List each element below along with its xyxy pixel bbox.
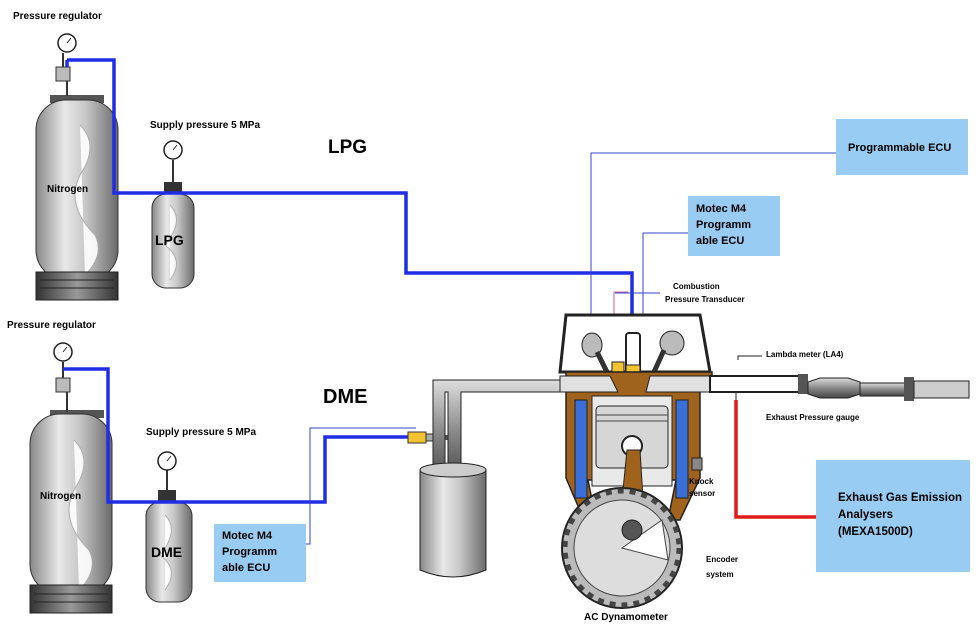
- exhaust-system: [709, 374, 970, 401]
- motec-top-line3: able ECU: [696, 235, 745, 247]
- motec-ecu-box-bottom: Motec M4 Programm able ECU: [214, 524, 306, 582]
- combustion-label-line1: Combustion: [673, 282, 720, 291]
- lambda-meter-label: Lambda meter (LA4): [766, 350, 844, 359]
- emission-line3: (MEXA1500D): [838, 526, 913, 538]
- nitrogen-label-bottom: Nitrogen: [40, 491, 82, 502]
- supply-pressure-label-top: Supply pressure 5 MPa: [150, 120, 261, 131]
- motec-ecu-box-top: Motec M4 Programm able ECU: [688, 196, 780, 256]
- lpg-line-label: LPG: [328, 137, 368, 158]
- lpg-tank-label: LPG: [155, 232, 184, 248]
- dme-fuel-line: [63, 367, 412, 504]
- motec-top-line2: Programm: [696, 219, 752, 231]
- knock-sensor-label-line1: Knock: [689, 477, 714, 486]
- dme-line-label: DME: [323, 386, 368, 408]
- programmable-ecu-label: Programmable ECU: [848, 142, 952, 154]
- programmable-ecu-box: Programmable ECU: [836, 119, 968, 175]
- encoder-label-line1: Encoder: [706, 555, 739, 564]
- nitrogen-tank-top: [35, 95, 119, 301]
- engine: [558, 313, 713, 609]
- dme-tank: [145, 451, 193, 603]
- pressure-regulator-label-bottom: Pressure regulator: [7, 320, 96, 331]
- emission-line1: Exhaust Gas Emission: [838, 492, 962, 504]
- knock-sensor-label-line2: sensor: [689, 489, 716, 498]
- motec-bottom-line3: able ECU: [222, 562, 271, 574]
- lpg-tank: [151, 140, 195, 289]
- pressure-regulator-bottom: [53, 342, 73, 412]
- motec-bottom-line1: Motec M4: [222, 530, 273, 542]
- exhaust-pressure-gauge-label: Exhaust Pressure gauge: [766, 413, 860, 422]
- emission-sample-line: [734, 400, 820, 519]
- intake-system: [419, 379, 575, 578]
- lpg-fuel-line: [65, 58, 634, 330]
- ac-dynamometer-label: AC Dynamometer: [584, 612, 668, 623]
- motec-top-line1: Motec M4: [696, 203, 747, 215]
- emission-line2: Analysers: [838, 509, 893, 521]
- supply-pressure-label-bottom: Supply pressure 5 MPa: [146, 427, 257, 438]
- pressure-regulator-label-top: Pressure regulator: [13, 11, 102, 22]
- emission-analysers-box: Exhaust Gas Emission Analysers (MEXA1500…: [816, 460, 970, 572]
- dme-tank-label: DME: [151, 544, 183, 560]
- nitrogen-label-top: Nitrogen: [47, 184, 89, 195]
- combustion-label-line2: Pressure Transducer: [665, 295, 745, 304]
- pressure-regulator-top: [55, 33, 77, 96]
- motec-bottom-line2: Programm: [222, 546, 278, 558]
- nitrogen-tank-bottom: [29, 410, 113, 614]
- encoder-label-line2: system: [706, 570, 734, 579]
